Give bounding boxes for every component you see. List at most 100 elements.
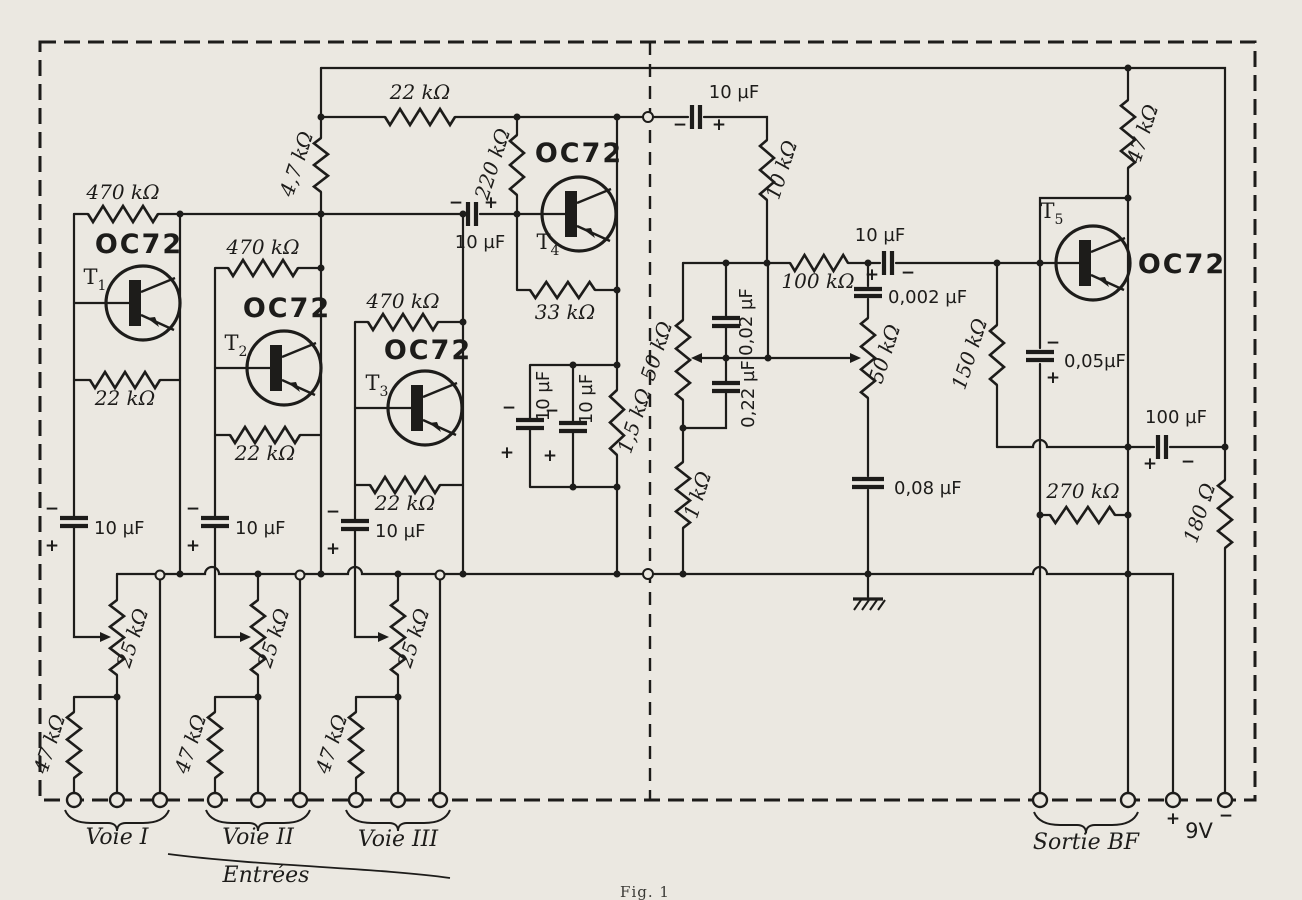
wiper-arrow-ch1 bbox=[100, 632, 111, 642]
ground-symbol bbox=[853, 597, 886, 611]
arrows bbox=[100, 353, 861, 642]
node-divider-bus bbox=[642, 568, 654, 580]
label-voie2: Voie II bbox=[222, 825, 295, 850]
label-r22-2: 22 kΩ bbox=[234, 441, 296, 465]
capacitor-10uf-t4 bbox=[465, 202, 479, 226]
label-oc72-t2: OC72 bbox=[243, 293, 331, 324]
resistor-270k bbox=[1048, 504, 1117, 526]
resistor-100k bbox=[788, 252, 850, 274]
label-r22-3: 22 kΩ bbox=[374, 491, 436, 515]
resistor-220k bbox=[508, 134, 526, 196]
resistor-1k bbox=[673, 460, 693, 530]
resistor-47k-in2 bbox=[205, 710, 225, 780]
potentiometer-50k-left bbox=[673, 318, 693, 402]
label-t4: T4 bbox=[537, 230, 560, 259]
polarity-c3-plus: + bbox=[326, 539, 340, 559]
terminal-voie3-c bbox=[431, 791, 449, 809]
capacitor-10uf-line bbox=[881, 251, 895, 275]
transistor-t3 bbox=[353, 369, 464, 447]
wiring bbox=[72, 66, 1227, 802]
label-r22-mix: 22 kΩ bbox=[389, 80, 451, 104]
label-c10-2: 10 µF bbox=[235, 518, 285, 539]
label-t2: T2 bbox=[225, 331, 248, 360]
resistor-470k-ch3 bbox=[366, 311, 440, 333]
labels: 470 kΩ OC72 T1 22 kΩ − + 10 µF 25 kΩ 47 … bbox=[28, 80, 1233, 900]
label-r33k: 33 kΩ bbox=[535, 300, 596, 324]
capacitor-10uf-ch1 bbox=[60, 515, 88, 529]
transistor-t1 bbox=[72, 264, 182, 342]
capacitor-10uf-ch3 bbox=[341, 518, 369, 532]
polarity-link-plus: + bbox=[712, 115, 726, 135]
label-c10-link: 10 µF bbox=[709, 82, 759, 103]
label-oc72-t1: OC72 bbox=[95, 229, 183, 260]
braces bbox=[64, 809, 1139, 879]
resistor-4k7 bbox=[311, 136, 331, 194]
terminal-voie1-c bbox=[151, 791, 169, 809]
polarity-cline-plus: + bbox=[865, 265, 879, 285]
polarity-ct4-minus: − bbox=[449, 193, 463, 213]
wire-supply-rail bbox=[319, 66, 1227, 802]
terminal-voie1-a bbox=[65, 791, 83, 809]
resistor-33k bbox=[528, 279, 597, 301]
capacitor-002uf bbox=[712, 315, 740, 329]
capacitor-10uf-pair-right bbox=[559, 420, 587, 434]
label-battery-plus: + bbox=[1166, 809, 1180, 829]
capacitor-100uf bbox=[1155, 435, 1169, 459]
capacitor-10uf-pair-left bbox=[516, 417, 544, 431]
terminal-voie3-b bbox=[389, 791, 407, 809]
wire-t3 bbox=[353, 320, 465, 639]
label-c10-line: 10 µF bbox=[855, 225, 905, 246]
resistor-1k5 bbox=[608, 389, 626, 456]
resistors bbox=[64, 98, 1235, 780]
node-divider-top bbox=[642, 111, 654, 123]
potentiometer-50k-right bbox=[858, 316, 878, 400]
brace-entrees bbox=[167, 853, 451, 879]
polarity-c1-minus: − bbox=[45, 499, 59, 519]
chassis-border bbox=[38, 40, 1257, 802]
resistor-47k-t5 bbox=[1118, 98, 1138, 170]
capacitor-10uf-ch2 bbox=[201, 515, 229, 529]
label-sortie-bf: Sortie BF bbox=[1033, 830, 1140, 855]
terminal-voie2-c bbox=[291, 791, 309, 809]
label-oc72-t5: OC72 bbox=[1138, 249, 1226, 280]
resistor-22k-ch2 bbox=[228, 424, 302, 446]
wiper-arrow-tone-right bbox=[850, 353, 861, 363]
polarity-cline-minus: − bbox=[901, 263, 915, 283]
polarity-c005-minus: − bbox=[1046, 333, 1060, 353]
label-c02: 0,02 µF bbox=[736, 288, 757, 356]
label-c10-3: 10 µF bbox=[375, 521, 425, 542]
resistor-22k-mix bbox=[383, 106, 457, 128]
label-battery-minus: − bbox=[1219, 806, 1233, 826]
polarity-c100-minus: − bbox=[1181, 452, 1195, 472]
polarity-c2-minus: − bbox=[186, 499, 200, 519]
label-c10-pair-right: 10 µF bbox=[576, 374, 597, 424]
label-c005: 0,05µF bbox=[1064, 351, 1126, 372]
wiper-arrow-ch3 bbox=[378, 632, 389, 642]
junction-dots bbox=[113, 64, 1229, 701]
resistor-22k-ch1 bbox=[88, 369, 162, 391]
label-oc72-t4: OC72 bbox=[535, 138, 623, 169]
label-r22-1: 22 kΩ bbox=[94, 386, 156, 410]
wire-220k-column bbox=[515, 115, 619, 292]
wire-t5-bias-frame bbox=[1038, 196, 1130, 265]
label-r270k: 270 kΩ bbox=[1045, 479, 1119, 503]
terminal-battery-minus bbox=[1216, 791, 1234, 809]
label-t3: T3 bbox=[366, 371, 389, 400]
polarity-pairl-minus: − bbox=[502, 398, 516, 418]
label-c022: 0,22 µF bbox=[738, 360, 759, 428]
resistor-22k-ch3 bbox=[368, 474, 442, 496]
polarity-c3-minus: − bbox=[326, 502, 340, 522]
wire-channel1-input bbox=[72, 572, 162, 802]
figure-caption: Fig. 1 bbox=[620, 883, 670, 900]
polarity-c005-plus: + bbox=[1046, 368, 1060, 388]
terminal-voie3-a bbox=[347, 791, 365, 809]
label-c100: 100 µF bbox=[1145, 407, 1207, 428]
wire-channel3-input bbox=[354, 572, 442, 802]
resistor-10k bbox=[758, 139, 776, 201]
label-c008: 0,08 µF bbox=[894, 478, 962, 499]
terminal-sortie-b bbox=[1119, 791, 1137, 809]
label-t1: T1 bbox=[84, 265, 107, 294]
terminal-sortie-a bbox=[1031, 791, 1049, 809]
wire-ground-bus bbox=[115, 565, 1175, 802]
label-c002: 0,002 µF bbox=[888, 287, 967, 308]
